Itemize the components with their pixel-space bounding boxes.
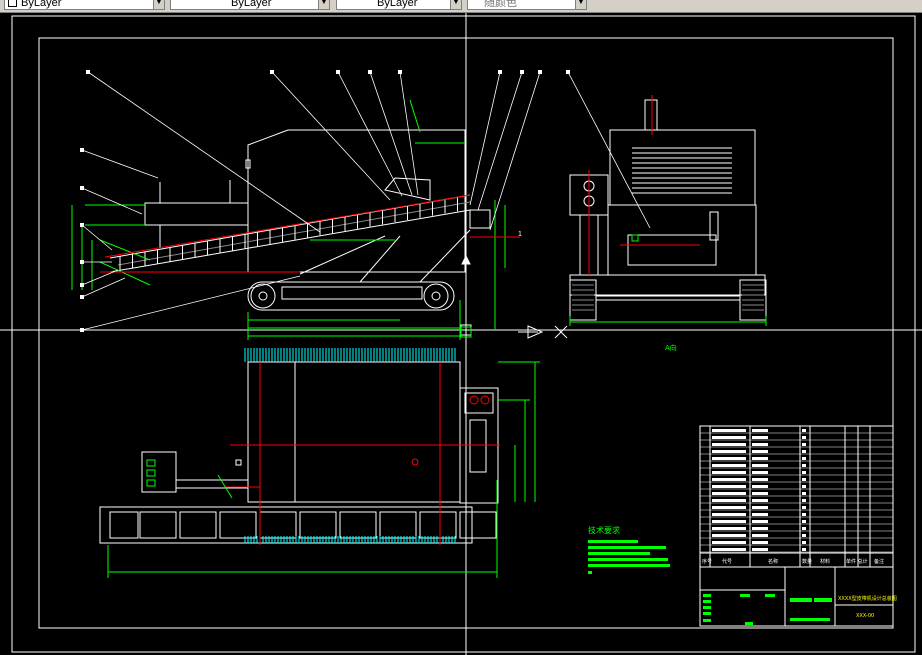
chevron-down-icon[interactable]: ▼ [318,0,329,9]
chevron-down-icon[interactable]: ▼ [450,0,461,9]
technical-notes: 技术要求 [588,525,670,574]
color-combo[interactable]: 随颜色 ▼ [467,0,587,10]
linetype-value: ByLayer [21,0,62,9]
header-remark: 备注 [874,558,884,565]
lineweight-value: ByLayer [231,0,272,9]
linetype-swatch-icon [8,0,17,7]
drawing-canvas[interactable]: 技术要求 A向 1 序号 代号 名称 数量 材料 单件 总计 备注 [0,13,922,655]
linetype-combo[interactable]: ByLayer ▼ [4,0,165,10]
header-qty: 数量 [802,558,812,565]
plotstyle-combo[interactable]: ByLayer ▼ [336,0,462,10]
header-no: 序号 [702,558,712,565]
header-code: 代号 [722,558,732,565]
header-name: 名称 [768,558,778,565]
header-material: 材料 [820,558,830,565]
view-label: A向 [665,343,677,352]
side-elevation-view [71,70,651,340]
end-elevation-view [569,95,767,326]
header-weight: 单件 总计 [846,558,868,565]
properties-toolbar: ByLayer ▼ ByLayer ▼ ByLayer ▼ 随颜色 ▼ [0,0,922,13]
bom-table [699,425,894,627]
notes-title: 技术要求 [588,525,620,535]
title-block: XXXX型皮带机设计总装图 XXX-00 [703,594,897,625]
plotstyle-value: ByLayer [377,0,418,9]
section-marker: 1 [518,231,522,238]
drawing-number: XXX-00 [856,613,874,619]
lineweight-combo[interactable]: ByLayer ▼ [170,0,330,10]
product-name: XXXX型皮带机设计总装图 [838,595,897,602]
color-value: 随颜色 [484,0,517,9]
chevron-down-icon[interactable]: ▼ [153,0,164,9]
sheet-frame [11,15,916,653]
chevron-down-icon[interactable]: ▼ [575,0,586,9]
bom-header: 序号 代号 名称 数量 材料 单件 总计 备注 [702,558,884,565]
plan-view [99,348,540,578]
